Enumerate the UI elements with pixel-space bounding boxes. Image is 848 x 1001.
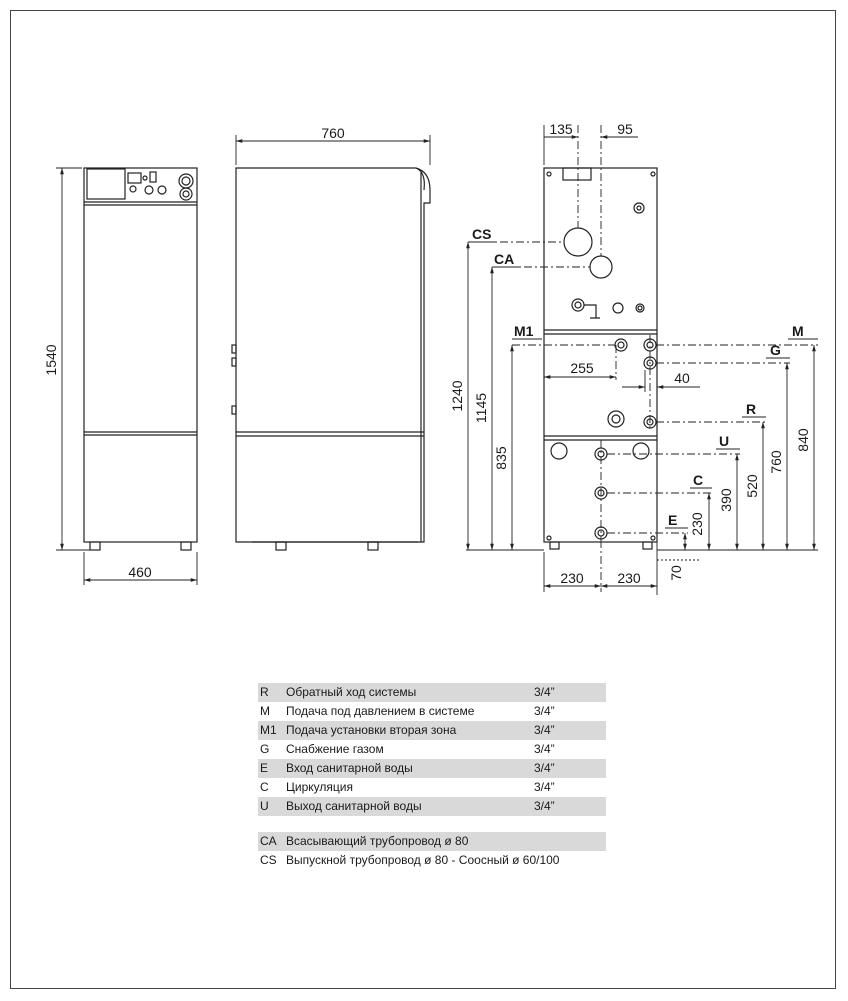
dim-95: 95: [617, 121, 633, 137]
legend-description: Снабжение газом: [286, 742, 384, 756]
dim-1540-height: 1540: [43, 344, 59, 375]
dim-460-width: 460: [128, 564, 152, 580]
legend-row: E Вход санитарной воды 3/4”: [258, 759, 606, 778]
intake-pipe-ca: [589, 255, 613, 279]
dim-520: 520: [744, 474, 760, 498]
dim-390: 390: [718, 488, 734, 512]
legend-size: 3/4”: [534, 685, 555, 699]
dim-70: 70: [668, 565, 684, 581]
legend-size: 3/4”: [534, 799, 555, 813]
legend-code: E: [260, 761, 269, 775]
rear-body-outline: [543, 167, 658, 543]
dim-835: 835: [493, 446, 509, 470]
front-display-panel: [86, 168, 126, 200]
dim-760-width: 760: [321, 125, 345, 141]
dim-1240: 1240: [449, 380, 465, 411]
foot: [180, 541, 192, 551]
legend-description: Выпускной трубопровод ø 80 - Соосный ø 6…: [286, 853, 560, 867]
legend-code: M1: [260, 723, 277, 737]
legend-code: R: [260, 685, 269, 699]
control-knob-icon: [157, 185, 167, 195]
rear-view: [543, 167, 658, 550]
foot: [367, 541, 379, 551]
legend-size: 3/4”: [534, 780, 555, 794]
legend-description: Подача под давлением в системе: [286, 704, 475, 718]
legend-description: Обратный ход системы: [286, 685, 417, 699]
legend-code: M: [260, 704, 270, 718]
dim-840: 840: [795, 428, 811, 452]
label-m: M: [792, 323, 804, 339]
dim-255: 255: [570, 360, 594, 376]
thermometer-gauge-icon: [179, 187, 193, 201]
dim-1145: 1145: [473, 393, 489, 423]
legend-size: 3/4”: [534, 742, 555, 756]
label-cs: CS: [472, 226, 491, 242]
front-body-outline: [83, 167, 198, 543]
legend-row: U Выход санитарной воды 3/4”: [258, 797, 606, 816]
legend-code: CA: [260, 834, 277, 848]
label-e: E: [668, 512, 677, 528]
dim-760-r: 760: [768, 450, 784, 474]
exhaust-pipe-cs: [563, 227, 593, 257]
legend-row: R Обратный ход системы 3/4”: [258, 683, 606, 702]
legend-description: Подача установки вторая зона: [286, 723, 457, 737]
legend-code: G: [260, 742, 270, 756]
foot: [549, 541, 560, 550]
dim-230-e: 230: [689, 512, 705, 536]
legend-row: G Снабжение газом 3/4”: [258, 740, 606, 759]
foot: [642, 541, 653, 550]
legend-row: C Циркуляция 3/4”: [258, 778, 606, 797]
dim-230-left: 230: [560, 570, 584, 586]
legend-table: R Обратный ход системы 3/4” M Подача под…: [258, 683, 606, 870]
front-view: [83, 167, 198, 551]
foot: [275, 541, 287, 551]
label-c: C: [693, 472, 703, 488]
control-display-icon: [127, 172, 142, 184]
legend-row: M1 Подача установки вторая зона 3/4”: [258, 721, 606, 740]
legend-code: C: [260, 780, 269, 794]
legend-row: M Подача под давлением в системе 3/4”: [258, 702, 606, 721]
legend-description: Всасывающий трубопровод ø 80: [286, 834, 469, 848]
label-ca: CA: [494, 251, 514, 267]
side-body-outline: [235, 167, 431, 543]
label-g: G: [770, 342, 781, 358]
connection-m1: [614, 338, 628, 352]
foot: [89, 541, 101, 551]
side-view: [231, 167, 431, 551]
dim-40: 40: [674, 370, 690, 386]
legend-description: Выход санитарной воды: [286, 799, 422, 813]
dim-230-right: 230: [617, 570, 641, 586]
legend-size: 3/4”: [534, 704, 555, 718]
legend-code: CS: [260, 853, 277, 867]
pressure-gauge-icon: [178, 173, 194, 189]
label-u: U: [719, 433, 729, 449]
label-m1: M1: [514, 323, 534, 339]
legend-code: U: [260, 799, 269, 813]
drawing-frame: [10, 10, 836, 989]
legend-description: Циркуляция: [286, 780, 353, 794]
legend-description: Вход санитарной воды: [286, 761, 413, 775]
legend-size: 3/4”: [534, 761, 555, 775]
control-knob-icon: [144, 185, 154, 195]
dim-135: 135: [549, 121, 573, 137]
legend-note-row: CA Всасывающий трубопровод ø 80: [258, 832, 606, 851]
legend-size: 3/4”: [534, 723, 555, 737]
label-r: R: [746, 401, 756, 417]
legend-note-row: CS Выпускной трубопровод ø 80 - Соосный …: [258, 851, 606, 870]
